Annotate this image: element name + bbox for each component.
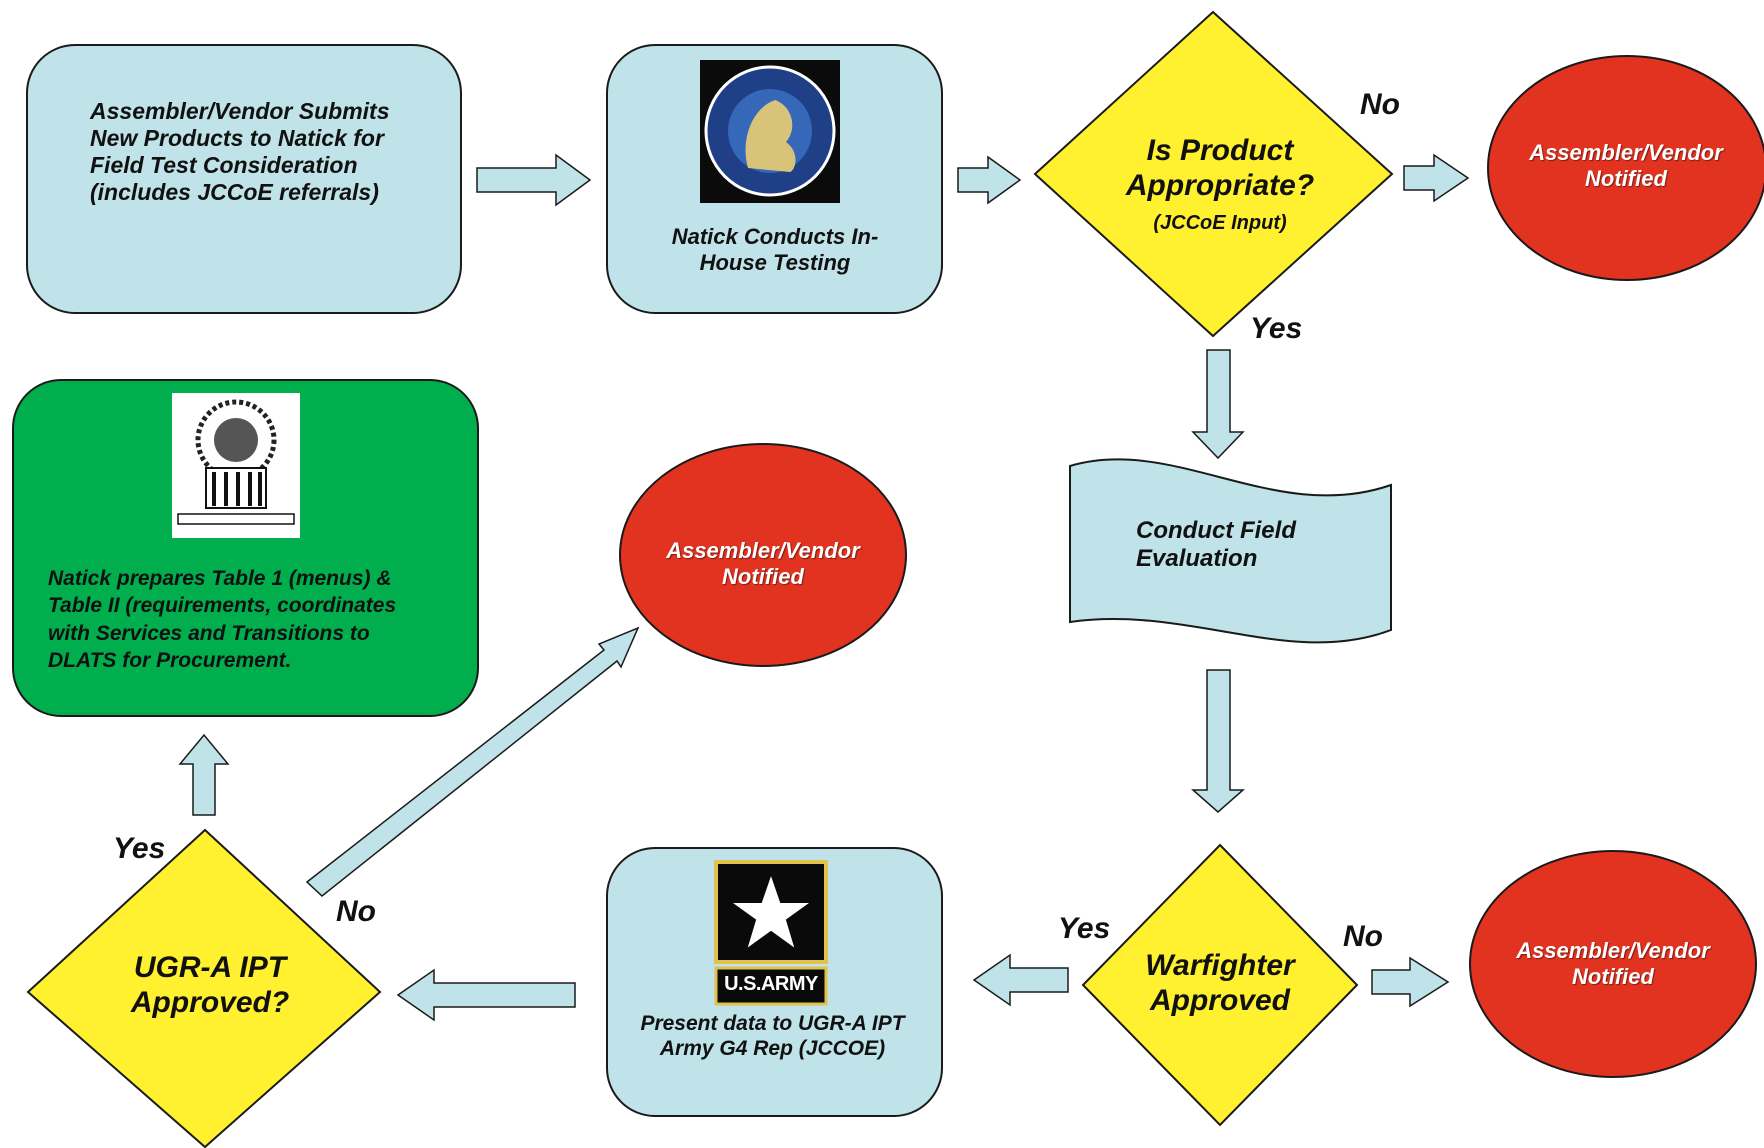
notified-bottom-label: Assembler/Vendor Notified: [1516, 938, 1710, 989]
natick-seal-icon: [700, 60, 840, 203]
ugra-no-label: No: [336, 895, 376, 928]
ugra-label: UGR-A IPT Approved?: [130, 951, 290, 1020]
arrow-appropriate-to-notified: [1403, 153, 1470, 203]
appropriate-subtitle: (JCCoE Input): [1153, 212, 1287, 234]
warfighter-label: Warfighter Approved: [1145, 949, 1295, 1018]
notified-top-ellipse: [1487, 55, 1764, 281]
dla-seal-icon: [172, 393, 300, 538]
arrow-submit-to-inhouse: [476, 153, 592, 207]
appropriate-title: Is Product Appropriate?: [1125, 134, 1315, 203]
arrow-ugra-to-notified-mid: [305, 626, 640, 897]
appropriate-yes-label: Yes: [1250, 312, 1303, 345]
ugra-yes-label: Yes: [113, 832, 166, 865]
field-eval-shape: [1069, 458, 1392, 644]
appropriate-diamond: [1033, 10, 1394, 338]
arrow-ugra-to-natick-prep: [178, 733, 230, 816]
arrow-field-eval-to-warfighter: [1191, 669, 1245, 813]
inhouse-label: Natick Conducts In-House Testing: [671, 224, 879, 275]
notified-mid-ellipse: [619, 443, 907, 667]
notified-top-label: Assembler/Vendor Notified: [1529, 140, 1723, 191]
arrow-present-to-ugra: [396, 968, 576, 1022]
field-eval-label: Conduct Field Evaluation: [1136, 517, 1296, 573]
arrow-inhouse-to-appropriate: [957, 155, 1022, 205]
natick-prep-box: [12, 379, 479, 717]
present-label: Present data to UGR-A IPT Army G4 Rep (J…: [640, 1012, 905, 1060]
appropriate-no-label: No: [1360, 88, 1400, 121]
warfighter-diamond: [1081, 843, 1359, 1127]
submit-box: [26, 44, 462, 314]
arrow-warfighter-to-notified: [1371, 956, 1450, 1008]
notified-mid-label: Assembler/Vendor Notified: [666, 538, 860, 589]
ugra-diamond: [26, 828, 382, 1148]
arrow-warfighter-to-present: [972, 953, 1069, 1007]
arrow-appropriate-to-field-eval: [1191, 349, 1245, 460]
warfighter-yes-label: Yes: [1058, 912, 1111, 945]
notified-bottom-ellipse: [1469, 850, 1757, 1078]
army-logo-text: U.S.ARMY: [724, 973, 818, 995]
natick-prep-label: Natick prepares Table 1 (menus) & Table …: [48, 567, 397, 672]
warfighter-no-label: No: [1343, 920, 1383, 953]
us-army-star-icon: [714, 860, 828, 1006]
submit-label: Assembler/Vendor Submits New Products to…: [90, 98, 390, 206]
